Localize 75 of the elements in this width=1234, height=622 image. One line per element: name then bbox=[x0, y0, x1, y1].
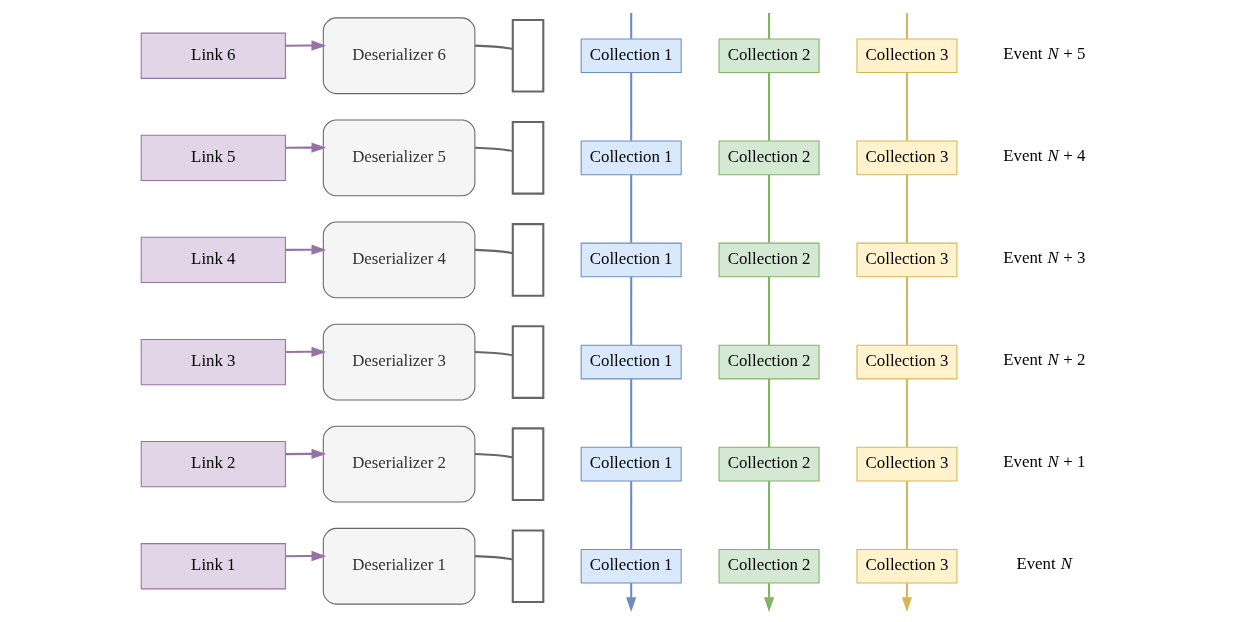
connector bbox=[629, 13, 632, 39]
arrow bbox=[763, 583, 774, 612]
node-box: Link 3 bbox=[140, 338, 286, 386]
node-box: Collection 3 bbox=[855, 344, 957, 380]
node-box: Collection 1 bbox=[580, 242, 682, 278]
arrow bbox=[285, 244, 326, 255]
node-box: Collection 1 bbox=[580, 38, 682, 74]
node-box: Link 6 bbox=[140, 32, 286, 79]
node-box: Collection 3 bbox=[855, 140, 957, 176]
node-box: Collection 2 bbox=[718, 140, 820, 176]
arrow bbox=[285, 550, 326, 562]
node-box: Collection 3 bbox=[855, 38, 957, 74]
node-bracket bbox=[511, 121, 544, 195]
connector bbox=[905, 13, 908, 39]
connector bbox=[767, 276, 770, 345]
node-bracket bbox=[511, 18, 544, 93]
node-box: Collection 1 bbox=[580, 344, 682, 380]
connector bbox=[767, 481, 770, 550]
node-bracket bbox=[511, 223, 544, 297]
node-box: Link 5 bbox=[140, 134, 286, 181]
arrow bbox=[285, 40, 326, 51]
connector bbox=[474, 146, 513, 153]
arrow bbox=[285, 448, 326, 460]
node-box: Deserializer 3 bbox=[322, 323, 475, 401]
connector bbox=[905, 481, 908, 550]
connector bbox=[474, 248, 513, 255]
node-box: Collection 2 bbox=[718, 242, 820, 278]
node-box: Collection 1 bbox=[580, 140, 682, 176]
arrow bbox=[285, 346, 326, 357]
node-bracket bbox=[511, 427, 544, 501]
connector bbox=[474, 452, 513, 459]
node-bracket bbox=[511, 529, 544, 604]
connector bbox=[905, 72, 908, 141]
node-box: Collection 1 bbox=[580, 548, 682, 584]
connector bbox=[629, 174, 632, 243]
arrow bbox=[285, 142, 326, 153]
connector bbox=[629, 276, 632, 345]
node-bracket bbox=[511, 325, 544, 399]
connector bbox=[767, 379, 770, 447]
connector bbox=[474, 44, 513, 50]
connector bbox=[629, 72, 632, 141]
arrow bbox=[625, 583, 636, 612]
connector bbox=[905, 379, 908, 447]
label: Event N + 1 bbox=[1002, 452, 1085, 472]
label: Event N + 5 bbox=[1002, 43, 1085, 63]
arrow bbox=[901, 583, 912, 612]
node-box: Collection 2 bbox=[718, 344, 820, 380]
node-box: Collection 2 bbox=[718, 38, 820, 74]
node-box: Link 2 bbox=[140, 441, 286, 488]
node-box: Deserializer 4 bbox=[322, 221, 475, 299]
node-box: Deserializer 2 bbox=[322, 425, 475, 503]
connector bbox=[767, 13, 770, 39]
node-box: Link 4 bbox=[140, 236, 286, 284]
connector bbox=[767, 174, 770, 243]
node-box: Collection 3 bbox=[855, 548, 957, 584]
node-box: Collection 1 bbox=[580, 446, 682, 482]
node-box: Deserializer 1 bbox=[322, 527, 475, 605]
label: Event N + 3 bbox=[1002, 247, 1085, 267]
connector bbox=[905, 174, 908, 243]
connector bbox=[474, 555, 513, 561]
connector bbox=[767, 72, 770, 141]
connector bbox=[474, 350, 513, 357]
node-box: Collection 2 bbox=[718, 446, 820, 482]
node-box: Collection 2 bbox=[718, 548, 820, 584]
label: Event N + 2 bbox=[1002, 350, 1085, 369]
node-box: Deserializer 6 bbox=[322, 17, 475, 95]
connector bbox=[629, 481, 632, 550]
connector bbox=[905, 276, 908, 345]
label: Event N + 4 bbox=[1002, 145, 1085, 165]
connector bbox=[629, 379, 632, 447]
node-box: Collection 3 bbox=[855, 242, 957, 278]
node-box: Link 1 bbox=[140, 543, 286, 590]
label: Event N bbox=[1015, 554, 1072, 574]
node-box: Deserializer 5 bbox=[322, 119, 475, 197]
node-box: Collection 3 bbox=[855, 446, 957, 482]
